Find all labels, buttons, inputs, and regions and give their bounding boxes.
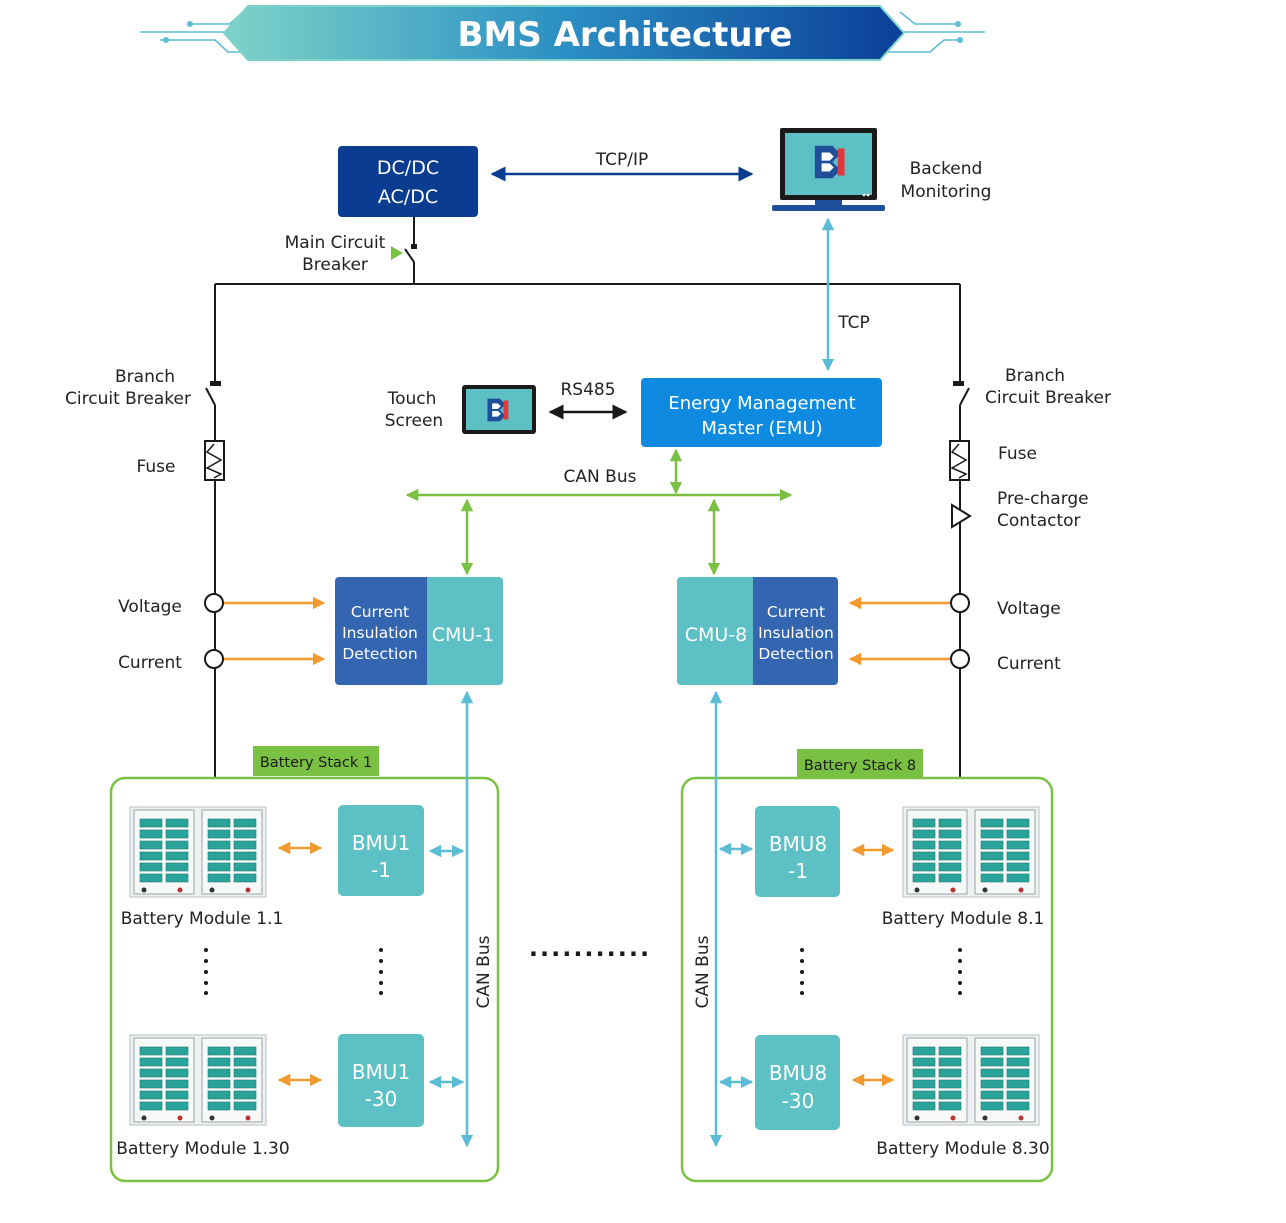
touch-screen-icon <box>462 385 536 434</box>
left-branch-breaker-icon <box>205 381 221 406</box>
battery-module-8-1-icon <box>902 806 1040 898</box>
cmu-1-label: CMU-1 <box>432 624 495 646</box>
right-precharge-label-line2: Contactor <box>997 511 1081 531</box>
right-fuse-label: Fuse <box>998 444 1037 464</box>
battery-module-1-30-icon <box>129 1034 267 1126</box>
cmu-1-detect-line1: Current <box>351 603 409 621</box>
left-voltage-sensor-icon <box>204 593 224 613</box>
bmu1-1-label-line1: BMU1 <box>352 831 410 855</box>
right-branch-breaker-icon <box>953 381 970 406</box>
left-can-bus-label: CAN Bus <box>474 935 494 1008</box>
battery-stack-1-label: Battery Stack 1 <box>260 755 372 771</box>
backend-label-line1: Backend <box>910 159 983 179</box>
battery-module-1-1-label: Battery Module 1.1 <box>121 909 284 929</box>
cmu-8-detect-line3: Detection <box>758 645 833 663</box>
power-wiring <box>214 217 961 805</box>
battery-stack-8-label: Battery Stack 8 <box>804 758 916 774</box>
page-title: BMS Architecture <box>458 15 793 55</box>
sensor-nodes <box>204 593 970 669</box>
bmu8-30-label-line1: BMU8 <box>769 1061 827 1085</box>
precharge-contactor-icon <box>951 503 972 529</box>
title-banner: BMS Architecture <box>140 5 985 61</box>
bmu1-1-label-line2: -1 <box>371 858 391 882</box>
bmu8-1-label-line2: -1 <box>788 859 808 883</box>
battery-stack-1: Battery Stack 1 Battery Module 1.1 Batte… <box>109 746 500 1183</box>
right-branch-label-line2: Circuit Breaker <box>985 388 1111 408</box>
battery-module-8-30-label: Battery Module 8.30 <box>876 1139 1049 1159</box>
backend-label-line2: Monitoring <box>901 182 992 202</box>
can-bus-green <box>405 448 793 576</box>
rs485-label: RS485 <box>560 380 615 400</box>
touch-label-line2: Screen <box>385 411 443 431</box>
right-current-sensor-icon <box>950 649 970 669</box>
right-current-label: Current <box>997 654 1061 674</box>
can-bus-label: CAN Bus <box>564 467 637 487</box>
left-voltage-label: Voltage <box>118 597 182 617</box>
right-branch-label-line1: Branch <box>1005 366 1065 386</box>
battery-module-1-1-icon <box>129 806 267 898</box>
right-voltage-label: Voltage <box>997 599 1061 619</box>
main-breaker-label-line1: Main Circuit <box>285 233 386 253</box>
left-branch-label-line2: Circuit Breaker <box>65 389 191 409</box>
battery-module-8-30-icon <box>902 1034 1040 1126</box>
battery-module-1-30-label: Battery Module 1.30 <box>116 1139 289 1159</box>
emu-label-line2: Master (EMU) <box>701 418 822 439</box>
right-voltage-sensor-icon <box>950 593 970 613</box>
bmu1-30-label-line2: -30 <box>365 1087 398 1111</box>
battery-stack-8: Battery Stack 8 Battery Module 8.1 Batte… <box>680 749 1054 1183</box>
tcp-label: TCP <box>837 313 870 333</box>
touch-logo-icon <box>487 398 509 422</box>
bmu8-30-label-line2: -30 <box>782 1089 815 1113</box>
right-can-bus-label: CAN Bus <box>693 935 713 1008</box>
cmu-8-label: CMU-8 <box>685 624 748 646</box>
left-current-label: Current <box>118 653 182 673</box>
main-circuit-breaker <box>391 244 417 263</box>
main-breaker-label-line2: Breaker <box>302 255 368 275</box>
brand-logo-icon <box>814 145 845 179</box>
cmu-8-detect-line2: Insulation <box>758 624 834 642</box>
dcdc-label: DC/DC <box>377 157 439 179</box>
left-fuse-label: Fuse <box>137 457 176 477</box>
stack-1-vertical-dots <box>204 948 383 995</box>
cmu-8-box: CMU-8 Current Insulation Detection <box>677 577 838 685</box>
monitor-icon <box>772 128 885 211</box>
sensor-arrows <box>224 596 950 666</box>
cmu-8-detect-line1: Current <box>767 603 825 621</box>
bmu8-1-label-line1: BMU8 <box>769 832 827 856</box>
main-breaker-pointer-icon <box>391 246 403 260</box>
battery-module-8-1-label: Battery Module 8.1 <box>882 909 1045 929</box>
left-current-sensor-icon <box>204 649 224 669</box>
tcpip-label: TCP/IP <box>595 150 649 170</box>
bmu1-30-label-line1: BMU1 <box>352 1060 410 1084</box>
left-branch-label-line1: Branch <box>115 367 175 387</box>
stack-separator-dots: ··········· <box>529 940 651 968</box>
cmu-1-detect-line2: Insulation <box>342 624 418 642</box>
stack-8-vertical-dots <box>800 948 962 995</box>
emu-box: Energy Management Master (EMU) <box>641 378 882 447</box>
touch-label-line1: Touch <box>387 389 437 409</box>
dcdc-acdc-box: DC/DC AC/DC <box>338 146 478 217</box>
cmu-1-detect-line3: Detection <box>342 645 417 663</box>
acdc-label: AC/DC <box>378 186 438 208</box>
right-precharge-label-line1: Pre-charge <box>997 489 1089 509</box>
cmu-1-box: Current Insulation Detection CMU-1 <box>335 577 503 685</box>
emu-label-line1: Energy Management <box>668 393 855 414</box>
right-fuse-icon <box>949 440 970 481</box>
left-fuse-icon <box>204 440 225 481</box>
